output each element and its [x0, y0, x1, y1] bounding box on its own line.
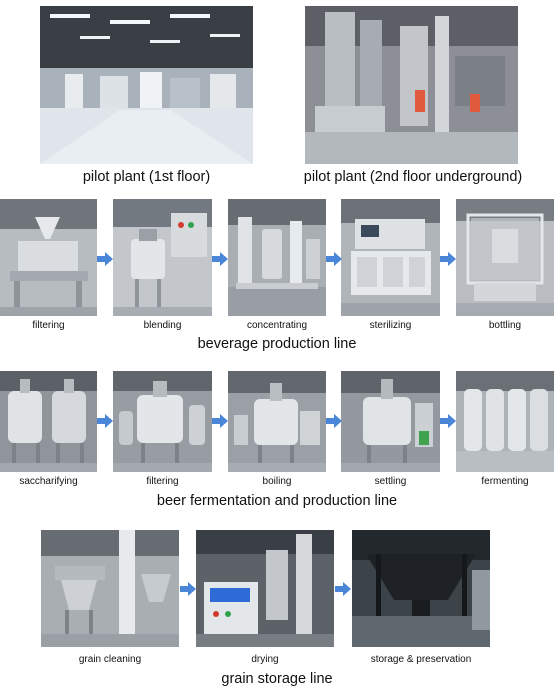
right-arrow-icon — [97, 414, 113, 428]
photo-grain-cleaning — [41, 530, 179, 647]
photo-beer-settling — [341, 371, 440, 472]
step-label-bottling: bottling — [488, 320, 522, 331]
right-arrow-icon — [440, 252, 456, 266]
step-label-drying: drying — [251, 654, 279, 665]
right-arrow-icon — [326, 414, 342, 428]
step-label-sterilizing: sterilizing — [369, 320, 412, 331]
step-label-grain-cleaning: grain cleaning — [78, 654, 142, 665]
photo-beverage-blending — [113, 199, 212, 316]
photo-beverage-sterilizing — [341, 199, 440, 316]
caption-pilot-plant-2nd-floor-underground: pilot plant (2nd floor underground) — [303, 169, 523, 185]
right-arrow-icon — [212, 252, 228, 266]
photo-beverage-bottling — [456, 199, 554, 316]
photo-beverage-filtering — [0, 199, 97, 316]
right-arrow-icon — [335, 582, 351, 596]
photo-beverage-concentrating — [228, 199, 326, 316]
right-arrow-icon — [212, 414, 228, 428]
step-label-saccharifying: saccharifying — [19, 476, 78, 487]
step-label-filtering: filtering — [146, 476, 179, 487]
photo-grain-drying — [196, 530, 334, 647]
step-label-storage-preservation: storage & preservation — [370, 654, 472, 665]
photo-beer-filtering — [113, 371, 212, 472]
step-label-filtering: filtering — [32, 320, 65, 331]
step-label-boiling: boiling — [262, 476, 292, 487]
step-label-fermenting: fermenting — [481, 476, 529, 487]
line-title-beer: beer fermentation and production line — [156, 493, 398, 509]
step-label-blending: blending — [143, 320, 182, 331]
right-arrow-icon — [180, 582, 196, 596]
caption-pilot-plant-1st-floor: pilot plant (1st floor) — [82, 169, 211, 185]
right-arrow-icon — [326, 252, 342, 266]
step-label-concentrating: concentrating — [246, 320, 308, 331]
photo-pilot-plant-2nd-floor-underground — [305, 6, 518, 164]
line-title-beverage: beverage production line — [197, 336, 357, 352]
right-arrow-icon — [440, 414, 456, 428]
photo-pilot-plant-1st-floor — [40, 6, 253, 164]
photo-grain-storage-preservation — [352, 530, 490, 647]
photo-beer-fermenting — [456, 371, 554, 472]
right-arrow-icon — [97, 252, 113, 266]
photo-beer-boiling — [228, 371, 326, 472]
line-title-grain: grain storage line — [221, 671, 333, 687]
photo-beer-saccharifying — [0, 371, 97, 472]
step-label-settling: settling — [374, 476, 407, 487]
